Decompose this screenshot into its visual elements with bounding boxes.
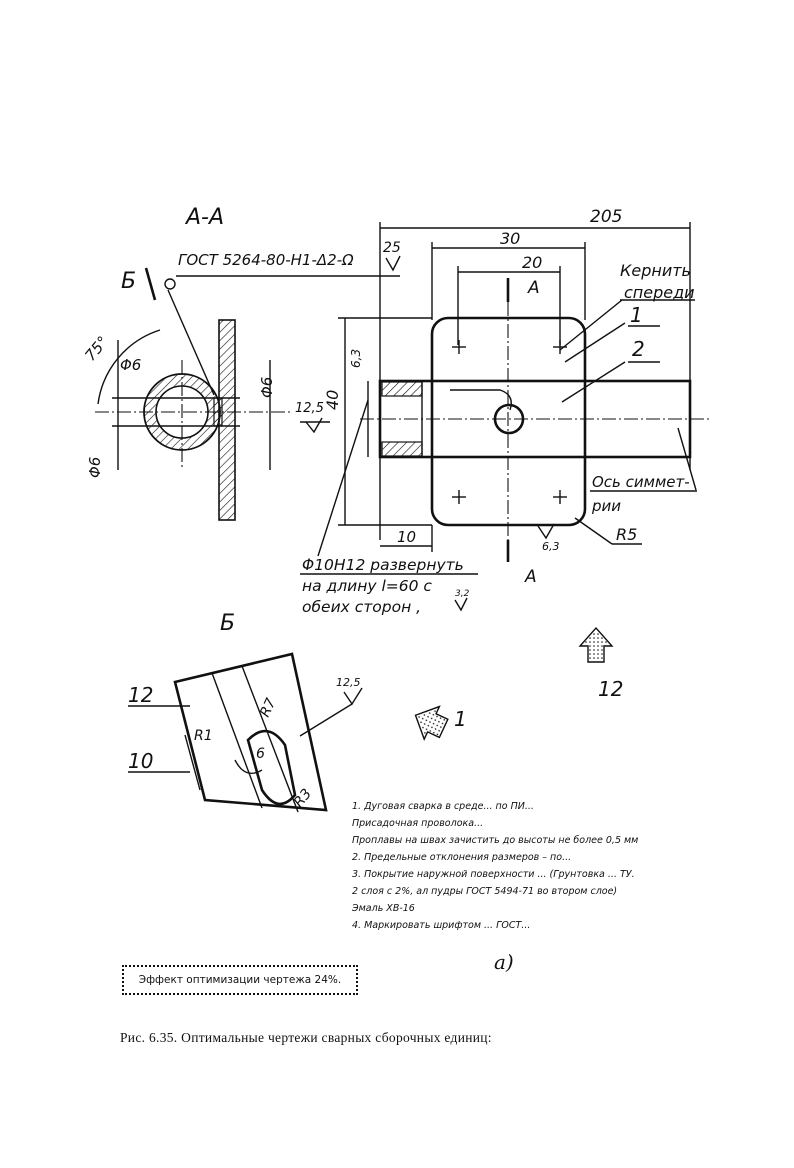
figure-caption: Рис. 6.35. Оптимальные чертежи сварных с…: [120, 1030, 492, 1045]
weld-spec: ГОСТ 5264-80-Н1-Δ2-Ω: [178, 251, 354, 269]
view-b-detail: Б 12 10 R1 R7 6 R3 12,5: [128, 611, 363, 813]
ream-line-2: на длину l=60 с: [302, 577, 432, 595]
note-1a: Присадочная проволока...: [352, 818, 484, 829]
dim-40: 40: [323, 390, 342, 410]
subfigure-label: а): [494, 950, 514, 974]
arrow-label-1: 1: [454, 707, 467, 731]
punch-marks: [452, 340, 567, 504]
position-2: 2: [632, 337, 645, 361]
detail-r7: R7: [257, 696, 279, 720]
cut-label-top: А: [527, 278, 540, 298]
detail-dim-12: 12: [128, 683, 153, 707]
technical-notes: 1. Дуговая сварка в среде... по ПИ... Пр…: [352, 798, 692, 934]
main-view: 205 25 30 20 А А: [300, 207, 710, 616]
weld-arrow-line: [167, 289, 215, 396]
note-1b: Проплавы на швах зачистить до высоты не …: [352, 835, 639, 846]
detail-6: 6: [256, 746, 265, 762]
axis-note-1: Ось симмет-: [592, 473, 690, 491]
arrow-label-12: 12: [598, 677, 623, 701]
cut-label-bottom: А: [524, 567, 537, 587]
weld-symbol-circle: [164, 278, 176, 290]
note-4: 4. Маркировать шрифтом ... ГОСТ...: [352, 920, 531, 931]
phi6-dim-c: Φ6: [258, 377, 276, 398]
rough-6-3-a: 6,3: [349, 349, 363, 368]
radius-r5: R5: [616, 525, 637, 544]
ream-line-3: обеих сторон ,: [302, 598, 421, 616]
angle-arc: [97, 329, 161, 405]
phi6-dim-a: Φ6: [86, 457, 104, 478]
rough-12-5: 12,5: [295, 401, 324, 416]
axis-note-2: рии: [591, 497, 621, 515]
phi6-dim-b: Φ6: [120, 356, 141, 374]
note-2: 2. Предельные отклонения размеров – по..…: [352, 852, 572, 863]
dim-25: 25: [383, 240, 401, 256]
arrow-left-icon: [414, 705, 449, 741]
dim-30: 30: [500, 229, 520, 248]
view-b-arrow: [144, 267, 157, 301]
ream-line-1: Φ10Н12 развернуть: [302, 556, 464, 574]
detail-dim-10: 10: [128, 749, 153, 773]
note-3b: Эмаль ХВ-16: [352, 903, 415, 914]
pointer-arrow-12: 12: [578, 626, 623, 701]
note-1: 1. Дуговая сварка в среде... по ПИ...: [352, 801, 534, 812]
detail-rough-12-5: 12,5: [336, 676, 361, 689]
detail-slot: [246, 729, 297, 806]
view-b-detail-label: Б: [220, 611, 235, 636]
note-3: 3. Покрытие наружной поверхности ... (Гр…: [352, 869, 635, 880]
dim-205: 205: [590, 207, 622, 227]
view-b-label: Б: [121, 269, 136, 294]
section-label: А-А: [184, 205, 224, 230]
dim-20: 20: [522, 253, 542, 272]
effect-box: Эффект оптимизации чертежа 24%.: [122, 965, 358, 995]
dim-10: 10: [397, 528, 416, 546]
tube-slot: [450, 389, 512, 411]
position-1: 1: [630, 303, 643, 327]
arrow-up-icon: [578, 626, 614, 663]
detail-outline: [173, 652, 328, 812]
rough-3-2: 3,2: [455, 589, 470, 599]
note-kernit-1: Кернить: [620, 261, 691, 280]
note-kernit-2: спереди: [624, 283, 695, 302]
note-3a: 2 слоя с 2%, ал пудры ГОСТ 5494-71 во вт…: [352, 886, 618, 897]
angle-75: 75°: [81, 333, 112, 365]
rough-6-3-b: 6,3: [542, 540, 560, 553]
pointer-arrow-1: 1: [414, 705, 467, 741]
detail-r1: R1: [194, 728, 213, 744]
